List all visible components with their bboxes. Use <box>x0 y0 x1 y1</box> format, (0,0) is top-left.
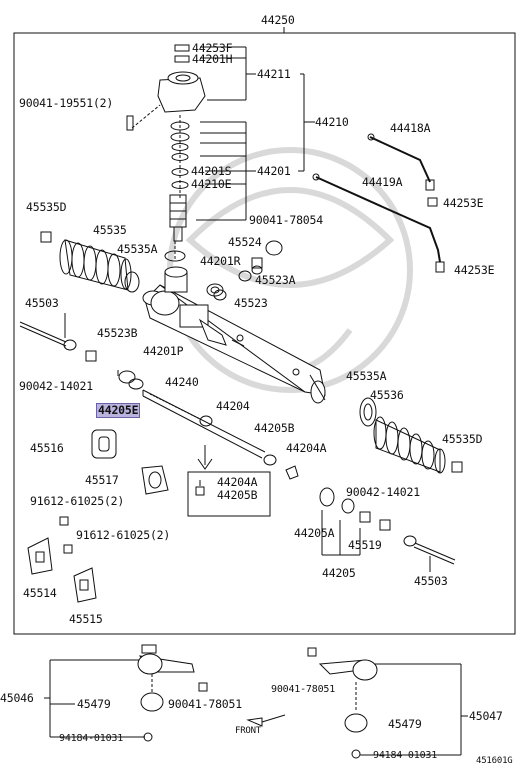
part-label-44201S[interactable]: 44201S <box>191 164 232 178</box>
part-label-45535A-right[interactable]: 45535A <box>346 369 387 383</box>
part-label-44205B[interactable]: 44205B <box>254 421 295 435</box>
part-label-45536[interactable]: 45536 <box>370 388 404 402</box>
part-label-44205E-highlighted[interactable]: 44205E <box>96 403 141 418</box>
part-label-45535[interactable]: 45535 <box>93 223 127 237</box>
part-label-90041-78051-left[interactable]: 90041-78051 <box>168 697 242 711</box>
part-label-44250[interactable]: 44250 <box>261 13 295 27</box>
part-label-45516[interactable]: 45516 <box>30 441 64 455</box>
part-label-45503-top[interactable]: 45503 <box>25 296 59 310</box>
part-label-44205B-box[interactable]: 44205B <box>217 488 258 502</box>
part-label-44210E[interactable]: 44210E <box>191 177 232 191</box>
part-label-45517[interactable]: 45517 <box>85 473 119 487</box>
part-label-44210[interactable]: 44210 <box>315 115 349 129</box>
part-label-44253E-1[interactable]: 44253E <box>443 196 484 210</box>
part-label-45519[interactable]: 45519 <box>348 538 382 552</box>
part-label-45535D-top[interactable]: 45535D <box>26 200 67 214</box>
part-label-45523A[interactable]: 45523A <box>255 273 296 287</box>
part-label-44201P[interactable]: 44201P <box>143 344 184 358</box>
part-label-44204A-right[interactable]: 44204A <box>286 441 327 455</box>
part-label-45535D-right[interactable]: 45535D <box>442 432 483 446</box>
front-direction-label: FRONT <box>235 726 262 736</box>
clip-45535D-right <box>451 461 463 473</box>
part-label-91612-61025-b[interactable]: 91612-61025(2) <box>76 528 171 542</box>
part-label-44211[interactable]: 44211 <box>257 67 291 81</box>
assembly-frame <box>13 32 516 635</box>
part-label-45479-left[interactable]: 45479 <box>77 697 111 711</box>
part-label-44204A-box[interactable]: 44204A <box>217 475 258 489</box>
diagram-code: 451601G <box>476 756 513 766</box>
part-label-94184-01031-right[interactable]: 94184-01031 <box>373 750 438 761</box>
part-label-45514[interactable]: 45514 <box>23 586 57 600</box>
part-label-90042-14021-right[interactable]: 90042-14021 <box>346 485 420 499</box>
part-label-90042-14021-left[interactable]: 90042-14021 <box>19 379 93 393</box>
part-label-44419A[interactable]: 44419A <box>362 175 403 189</box>
part-label-90041-78051-right[interactable]: 90041-78051 <box>271 684 336 695</box>
part-label-90041-78054[interactable]: 90041-78054 <box>249 213 323 227</box>
part-label-90041-19551[interactable]: 90041-19551(2) <box>19 96 114 110</box>
part-label-45047[interactable]: 45047 <box>469 709 503 723</box>
part-label-44204[interactable]: 44204 <box>216 399 250 413</box>
part-label-44253F[interactable]: 44253F <box>192 41 233 55</box>
clip-45535D-top <box>40 231 52 243</box>
part-label-45479-right[interactable]: 45479 <box>388 717 422 731</box>
part-label-44240[interactable]: 44240 <box>165 375 199 389</box>
part-label-44205A[interactable]: 44205A <box>294 526 335 540</box>
part-label-44201R[interactable]: 44201R <box>200 254 241 268</box>
part-label-44253E-2[interactable]: 44253E <box>454 263 495 277</box>
part-label-45046[interactable]: 45046 <box>0 691 34 705</box>
part-label-45535A-left[interactable]: 45535A <box>117 242 158 256</box>
part-label-45515[interactable]: 45515 <box>69 612 103 626</box>
part-label-44201H[interactable]: 44201H <box>192 52 233 66</box>
part-label-45523B[interactable]: 45523B <box>97 326 138 340</box>
part-label-45523[interactable]: 45523 <box>234 296 268 310</box>
part-label-44205[interactable]: 44205 <box>322 566 356 580</box>
part-label-44201[interactable]: 44201 <box>257 164 291 178</box>
part-label-45524[interactable]: 45524 <box>228 235 262 249</box>
part-label-94184-01031-left[interactable]: 94184-01031 <box>59 733 124 744</box>
part-label-44418A[interactable]: 44418A <box>390 121 431 135</box>
part-label-45503-bottom[interactable]: 45503 <box>414 574 448 588</box>
part-label-91612-61025-a[interactable]: 91612-61025(2) <box>30 494 125 508</box>
